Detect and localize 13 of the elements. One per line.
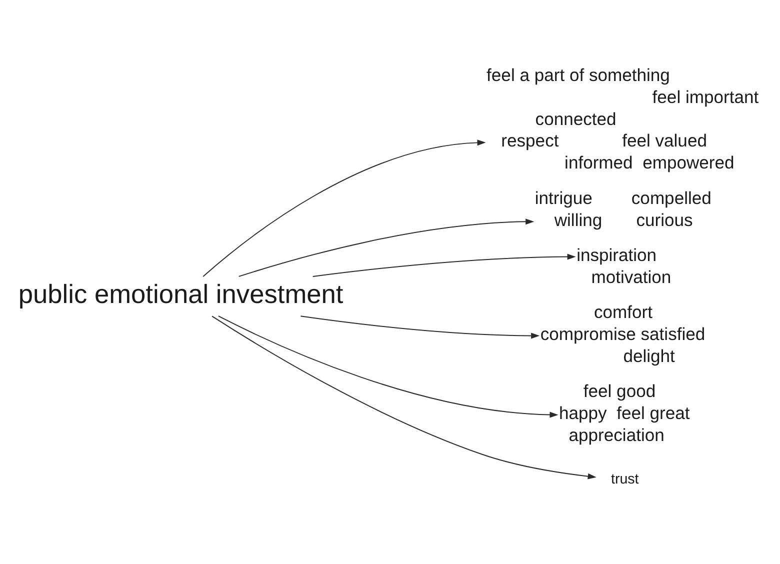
arrow	[238, 218, 534, 277]
arrow	[312, 254, 576, 277]
arrow	[211, 316, 596, 480]
node-text: feel good happy feel great appreciation	[558, 381, 690, 445]
node-text: public emotional investment	[18, 279, 343, 310]
arrow	[202, 140, 486, 277]
node-text: comfort compromise satisfied delight	[540, 302, 705, 366]
node-text: intrigue compelled willing curious	[534, 188, 711, 230]
arrow	[300, 316, 540, 339]
node-text: trust	[610, 471, 638, 488]
node-text: inspiration motivation	[576, 244, 671, 287]
node-text: feel a part of something feel important connected respect feel valued informed empowered	[486, 64, 758, 173]
arrow	[217, 316, 558, 418]
